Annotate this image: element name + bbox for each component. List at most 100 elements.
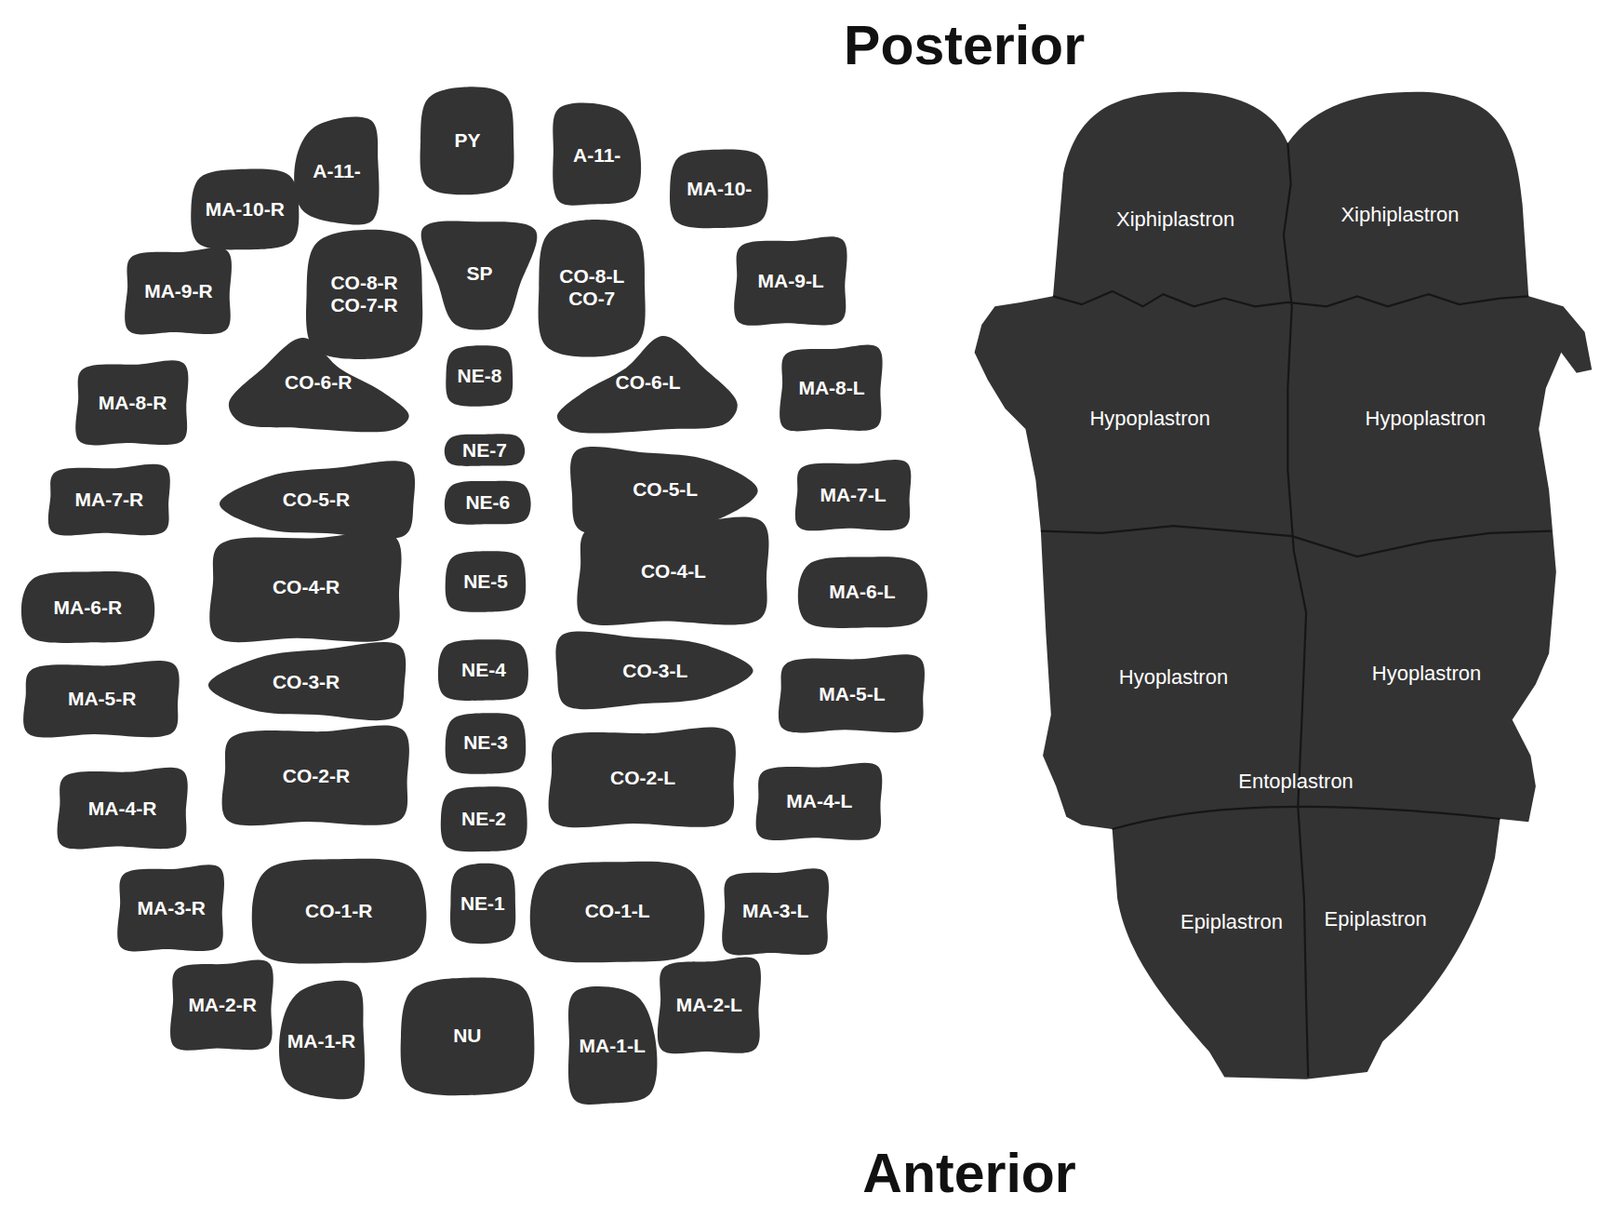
orientation-label: Anterior xyxy=(862,1141,1076,1205)
bone-outline xyxy=(279,980,365,1100)
bone-outline xyxy=(576,517,769,626)
bone-label: CO-4-L xyxy=(640,560,707,583)
bone-outline xyxy=(23,660,180,737)
bone-label: MA-10- xyxy=(686,177,752,200)
bone-label: NE-8 xyxy=(457,364,503,387)
plate-label: Entoplastron xyxy=(1238,769,1354,793)
bone-label: MA-7-L xyxy=(819,483,886,507)
bone-label: MA-9-R xyxy=(144,280,214,303)
carapace-bone: MA-8-L xyxy=(781,346,882,430)
bone-outline xyxy=(530,860,706,962)
plate-label: Xiphiplastron xyxy=(1116,207,1235,231)
bone-label: CO-6-R xyxy=(284,371,352,394)
bone-outline xyxy=(778,654,925,734)
bone-outline xyxy=(438,639,529,701)
carapace-bone: MA-4-L xyxy=(757,764,882,839)
carapace-bone: MA-1-R xyxy=(278,981,366,1100)
bone-outline xyxy=(721,867,829,955)
bone-label: A-11- xyxy=(312,160,360,183)
bone-outline xyxy=(444,480,532,524)
bone-label: NE-6 xyxy=(465,491,510,514)
bone-label: CO-2-R xyxy=(282,764,350,787)
bone-label: NE-5 xyxy=(463,570,508,593)
bone-label: MA-4-R xyxy=(88,797,158,820)
bone-label: MA-8-R xyxy=(98,391,168,414)
carapace-bone: CO-2-L xyxy=(549,730,736,825)
bone-outline xyxy=(420,86,515,195)
bone-outline xyxy=(76,360,189,446)
bone-outline xyxy=(190,169,299,251)
carapace-bone: MA-7-L xyxy=(796,461,911,529)
bone-label: CO-5-L xyxy=(632,478,698,501)
carapace-bone: NE-5 xyxy=(443,549,528,614)
bone-outline xyxy=(557,335,738,434)
plastron-bone: Hypoplastron xyxy=(1063,398,1237,440)
bone-outline xyxy=(538,219,646,358)
plastron-bone: Entoplastron xyxy=(1209,760,1383,801)
carapace-bone: MA-2-R xyxy=(172,960,273,1049)
bone-label: MA-3-R xyxy=(137,896,207,920)
bone-label: NE-1 xyxy=(460,892,506,915)
bone-label: CO-1-R xyxy=(305,899,373,922)
carapace-bone: CO-8-RCO-7-R xyxy=(304,226,425,362)
carapace-bone: MA-6-R xyxy=(18,570,158,644)
plate-label: Hypoplastron xyxy=(1365,406,1487,430)
carapace-bone: CO-6-R xyxy=(225,335,412,430)
plastron-bone: Hypoplastron xyxy=(1338,398,1512,440)
plastron-bone: Epiplastron xyxy=(1155,901,1309,943)
carapace-bone: NE-1 xyxy=(449,861,517,946)
carapace-bone: NE-4 xyxy=(436,638,531,702)
carapace-bone: MA-7-R xyxy=(49,466,170,534)
bone-label: NE-4 xyxy=(461,658,507,681)
bone-outline xyxy=(548,727,736,828)
bone-label: CO-3-R xyxy=(272,670,340,694)
plate-label: Hyoplastron xyxy=(1119,665,1228,689)
bone-label: MA-8-L xyxy=(798,376,865,400)
carapace-bone: MA-9-L xyxy=(735,238,846,324)
bone-outline xyxy=(219,460,415,539)
carapace-bone: MA-5-R xyxy=(24,663,180,735)
hypo-hyo-suture xyxy=(1040,525,1551,557)
plastron-outline xyxy=(974,92,1593,1080)
carapace-bone: MA-10-R xyxy=(188,167,302,252)
plastron-bone: Epiplastron xyxy=(1298,897,1453,939)
bone-label: SP xyxy=(466,262,494,285)
carapace-bone: CO-4-R xyxy=(211,534,401,640)
bone-label: CO-8-R xyxy=(330,271,398,294)
plate-label: Xiphiplastron xyxy=(1340,202,1459,227)
carapace-bone: CO-8-LCO-7 xyxy=(536,216,647,360)
bone-label: MA-2-L xyxy=(676,993,743,1016)
carapace-bone: SP xyxy=(420,219,538,327)
carapace-bone: MA-6-L xyxy=(795,555,931,629)
bone-outline xyxy=(733,236,847,326)
carapace-bone: A-11- xyxy=(551,104,642,207)
bone-outline xyxy=(444,433,525,467)
bone-label: MA-6-L xyxy=(828,580,895,603)
bone-outline xyxy=(756,761,883,840)
bone-outline xyxy=(400,976,534,1095)
carapace-bone: MA-3-R xyxy=(119,866,224,950)
bone-outline xyxy=(21,571,155,643)
bone-outline xyxy=(553,102,642,205)
plate-label: Epiplastron xyxy=(1324,906,1427,931)
plate-label: Epiplastron xyxy=(1180,909,1283,934)
bone-label: MA-4-L xyxy=(786,789,853,813)
bone-outline xyxy=(446,345,514,406)
bone-label: CO-2-L xyxy=(610,766,676,789)
bone-outline xyxy=(445,550,527,613)
plate-label: Hyoplastron xyxy=(1372,661,1481,685)
carapace-bone: MA-9-R xyxy=(126,249,231,334)
bone-label: PY xyxy=(453,129,480,152)
bone-outline xyxy=(208,641,406,720)
carapace-bone: CO-1-R xyxy=(248,856,430,965)
orientation-label: Posterior xyxy=(843,13,1085,78)
bone-label: CO-6-L xyxy=(615,371,681,394)
bone-outline xyxy=(445,712,527,774)
bone-label: MA-2-R xyxy=(187,993,257,1016)
bone-outline xyxy=(779,344,882,431)
bone-outline xyxy=(450,863,516,944)
carapace-bone: MA-4-R xyxy=(58,769,187,847)
bone-outline xyxy=(56,767,187,850)
carapace-bone: MA-3-L xyxy=(723,869,828,954)
plastron-bone: Hyoplastron xyxy=(1339,653,1513,694)
